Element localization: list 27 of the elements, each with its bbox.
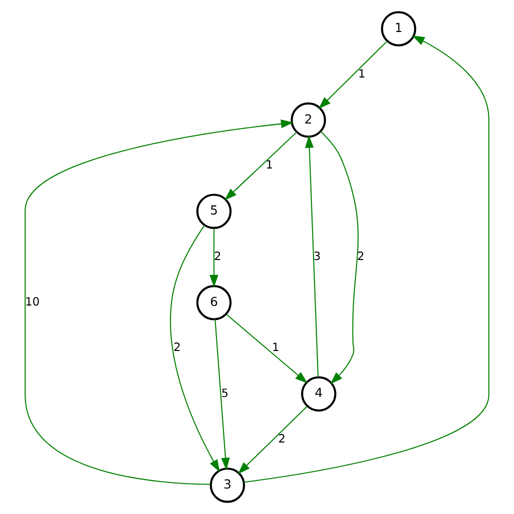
edge-label: 5 <box>221 386 228 400</box>
node-circle: 2 <box>290 102 326 138</box>
edge-label: 2 <box>357 248 364 263</box>
node-circle: 3 <box>210 468 246 503</box>
arrow <box>305 135 319 378</box>
edge-label: 2 <box>173 340 181 354</box>
edge-label: 1 <box>358 66 366 80</box>
node-circle: 5 <box>196 194 232 229</box>
arrow <box>244 36 490 483</box>
arrow <box>318 40 388 109</box>
edge-label: 3 <box>314 248 321 263</box>
arrow <box>238 406 308 474</box>
arrow <box>226 314 308 384</box>
arrow <box>24 119 294 485</box>
edge-label: 2 <box>214 248 222 263</box>
arrow <box>170 224 220 472</box>
arrow <box>224 132 298 200</box>
edge-label: 1 <box>266 158 274 172</box>
arrow <box>210 228 218 288</box>
node-circle: 1 <box>380 11 416 46</box>
node-circle: 4 <box>301 376 336 412</box>
node-circle: 6 <box>196 285 232 320</box>
edge-label: 10 <box>25 294 40 309</box>
arrow <box>214 319 230 470</box>
arrow <box>320 131 359 384</box>
edge-label: 2 <box>278 431 286 446</box>
edge-label: 1 <box>272 340 280 354</box>
